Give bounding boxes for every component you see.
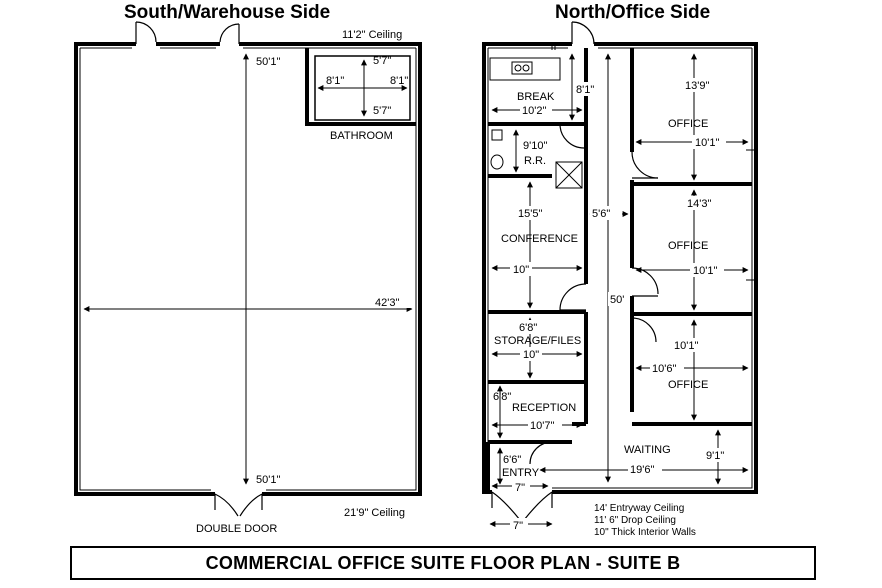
north-office-plan: BREAK 10'2" 8'1" 9'10" R.R. 15'5" CONFER… [482, 21, 758, 538]
south-double-door [214, 493, 263, 517]
storage-width: 10" [523, 349, 539, 361]
storage-label: STORAGE/FILES [494, 335, 581, 347]
bathroom-dim-right: 8'1" [390, 75, 408, 87]
office-3-label: OFFICE [668, 379, 708, 391]
restroom-label: R.R. [524, 155, 546, 167]
south-ceiling-top: 11'2" Ceiling [342, 29, 402, 41]
reception-label: RECEPTION [512, 402, 576, 414]
note-drop-ceiling: 11' 6" Drop Ceiling [594, 515, 676, 526]
conference-label: CONFERENCE [501, 233, 578, 245]
break-room-depth: 8'1" [576, 84, 594, 96]
reception-depth: 6'8" [493, 391, 511, 403]
office-2-label: OFFICE [668, 240, 708, 252]
south-bathroom-walls [305, 48, 416, 126]
hall-length: 50' [610, 294, 624, 306]
south-top-door-left [135, 21, 157, 44]
entry-label: ENTRY [502, 467, 540, 479]
north-top-door [571, 21, 595, 45]
restroom-fixtures [490, 129, 583, 189]
entry-width-outside: 7" [513, 520, 523, 532]
bathroom-dim-bottom: 5'7" [373, 105, 391, 117]
office-1-depth: 13'9" [685, 80, 709, 92]
waiting-width: 19'6" [630, 464, 654, 476]
waiting-depth: 9'1" [706, 450, 724, 462]
office-3-width: 10'6" [652, 363, 676, 375]
floor-plan-title-box: COMMERCIAL OFFICE SUITE FLOOR PLAN - SUI… [70, 546, 816, 580]
reception-width: 10'7" [530, 420, 554, 432]
south-length-bottom: 50'1" [256, 474, 280, 486]
office-1-width: 10'1" [695, 137, 719, 149]
restroom-dim: 9'10" [523, 140, 547, 152]
south-dimension-lines [83, 53, 413, 485]
conference-width: 10" [513, 264, 529, 276]
north-side-heading: North/Office Side [555, 2, 711, 23]
storage-depth: 6'8" [519, 322, 537, 334]
south-outer-walls [74, 42, 422, 496]
bathroom-dim-left: 8'1" [326, 75, 344, 87]
office-2-width: 10'1" [693, 265, 717, 277]
break-room-counter [489, 57, 561, 81]
north-entry-doors [491, 491, 553, 521]
break-room-label: BREAK [517, 91, 555, 103]
south-warehouse-plan: 50'1" 50'1" 42'3" 11'2" Ceiling 21'9" Ce… [74, 21, 422, 535]
waiting-label: WAITING [624, 444, 671, 456]
south-ceiling-bottom: 21'9" Ceiling [344, 507, 405, 519]
south-side-heading: South/Warehouse Side [124, 2, 331, 23]
office-1-label: OFFICE [668, 118, 708, 130]
hall-width: 5'6" [592, 208, 610, 220]
south-top-door-right [219, 23, 240, 44]
note-interior-walls: 10" Thick Interior Walls [594, 527, 696, 538]
double-door-label: DOUBLE DOOR [196, 523, 277, 535]
office-3-depth: 10'1" [674, 340, 698, 352]
note-entry-ceiling: 14' Entryway Ceiling [594, 503, 684, 514]
north-inner-wall-lines [487, 47, 753, 489]
south-inner-wall-lines [79, 47, 417, 491]
south-width: 42'3" [375, 297, 399, 309]
north-interior-doors [529, 123, 659, 465]
label-backgrounds [510, 78, 728, 532]
entry-width: 7" [515, 482, 525, 494]
bathroom-dim-top: 5'7" [373, 55, 391, 67]
south-length-top: 50'1" [256, 56, 280, 68]
break-room-width: 10'2" [522, 105, 546, 117]
floor-plan-title: COMMERCIAL OFFICE SUITE FLOOR PLAN - SUI… [205, 552, 681, 573]
conference-depth: 15'5" [518, 208, 542, 220]
office-2-depth: 14'3" [687, 198, 711, 210]
bathroom-label: BATHROOM [330, 130, 393, 142]
entry-depth: 6'6" [503, 454, 521, 466]
